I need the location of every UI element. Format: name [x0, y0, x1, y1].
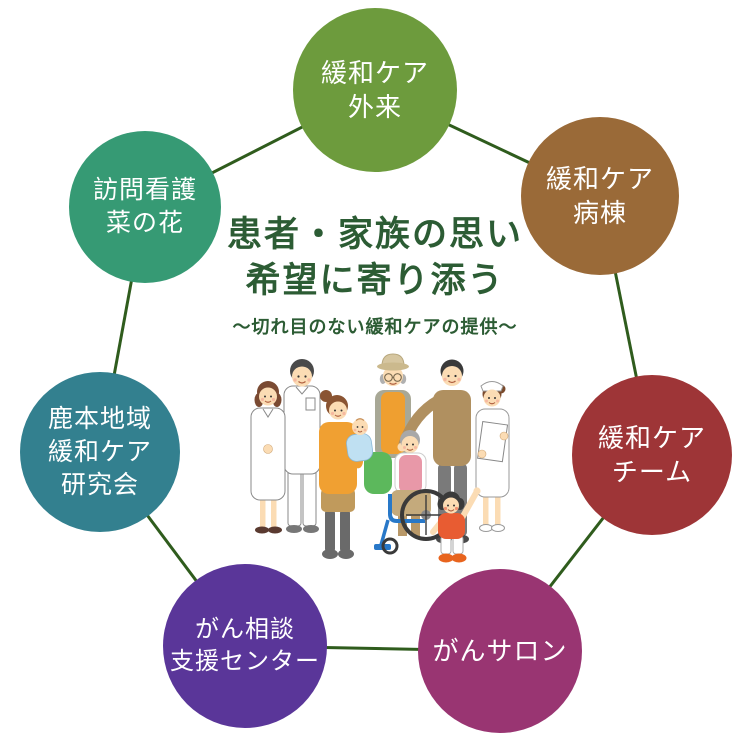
node-cancer-consultation-support-center: がん相談 支援センター [163, 564, 327, 728]
node-label-line: 訪問看護 [92, 176, 197, 204]
node-label: がんサロン [432, 634, 567, 668]
node-label-line: 緩和ケア [320, 57, 429, 88]
center-title: 患者・家族の思い 希望に寄り添う [0, 212, 750, 303]
node-palliative-care-outpatient: 緩和ケア 外来 [293, 8, 457, 172]
node-palliative-care-team: 緩和ケア チーム [572, 375, 732, 535]
node-label-line: 外来 [347, 92, 402, 122]
node-label: 緩和ケア 外来 [321, 56, 429, 125]
mother-figure [319, 390, 364, 559]
node-label: 緩和ケア チーム [598, 421, 706, 490]
node-label-line: チーム [611, 457, 693, 487]
node-kamoto-area-palliative-care-study-group: 鹿本地域 緩和ケア 研究会 [20, 372, 180, 532]
node-label-line: 研究会 [60, 470, 139, 499]
nurse-figure [475, 381, 510, 532]
node-label: 訪問看護 菜の花 [93, 174, 197, 240]
center-message: 患者・家族の思い 希望に寄り添う 〜切れ目のない緩和ケアの提供〜 [0, 212, 750, 339]
node-label-line: 支援センター [170, 648, 320, 675]
node-label-line: がん相談 [195, 616, 295, 644]
node-visiting-nurse-nanohana: 訪問看護 菜の花 [69, 131, 221, 283]
node-label: 緩和ケア 病棟 [546, 162, 654, 231]
node-label: 鹿本地域 緩和ケア 研究会 [48, 403, 152, 502]
node-label-line: 緩和ケア [47, 437, 152, 466]
node-label-line: 鹿本地域 [47, 404, 152, 433]
node-label-line: がんサロン [432, 635, 568, 666]
center-title-line-1: 患者・家族の思い [226, 215, 523, 254]
female-doctor-figure [250, 381, 286, 534]
node-label-line: 病棟 [572, 198, 627, 228]
node-palliative-care-ward: 緩和ケア 病棟 [521, 117, 679, 275]
family-medical-staff-illustration [250, 353, 510, 563]
male-doctor-figure [283, 359, 321, 533]
grandmother-wheelchair-figure [374, 430, 452, 555]
center-title-line-2: 希望に寄り添う [245, 260, 505, 300]
node-label-line: 菜の花 [105, 209, 184, 237]
node-cancer-salon: がんサロン [418, 569, 582, 733]
node-label-line: 緩和ケア [597, 422, 706, 453]
little-boy-figure [430, 487, 481, 563]
center-subtitle: 〜切れ目のない緩和ケアの提供〜 [232, 317, 518, 337]
node-label: がん相談 支援センター [170, 614, 320, 677]
baby-figure [346, 418, 374, 462]
node-label-line: 緩和ケア [545, 163, 654, 194]
green-bag [364, 452, 392, 494]
